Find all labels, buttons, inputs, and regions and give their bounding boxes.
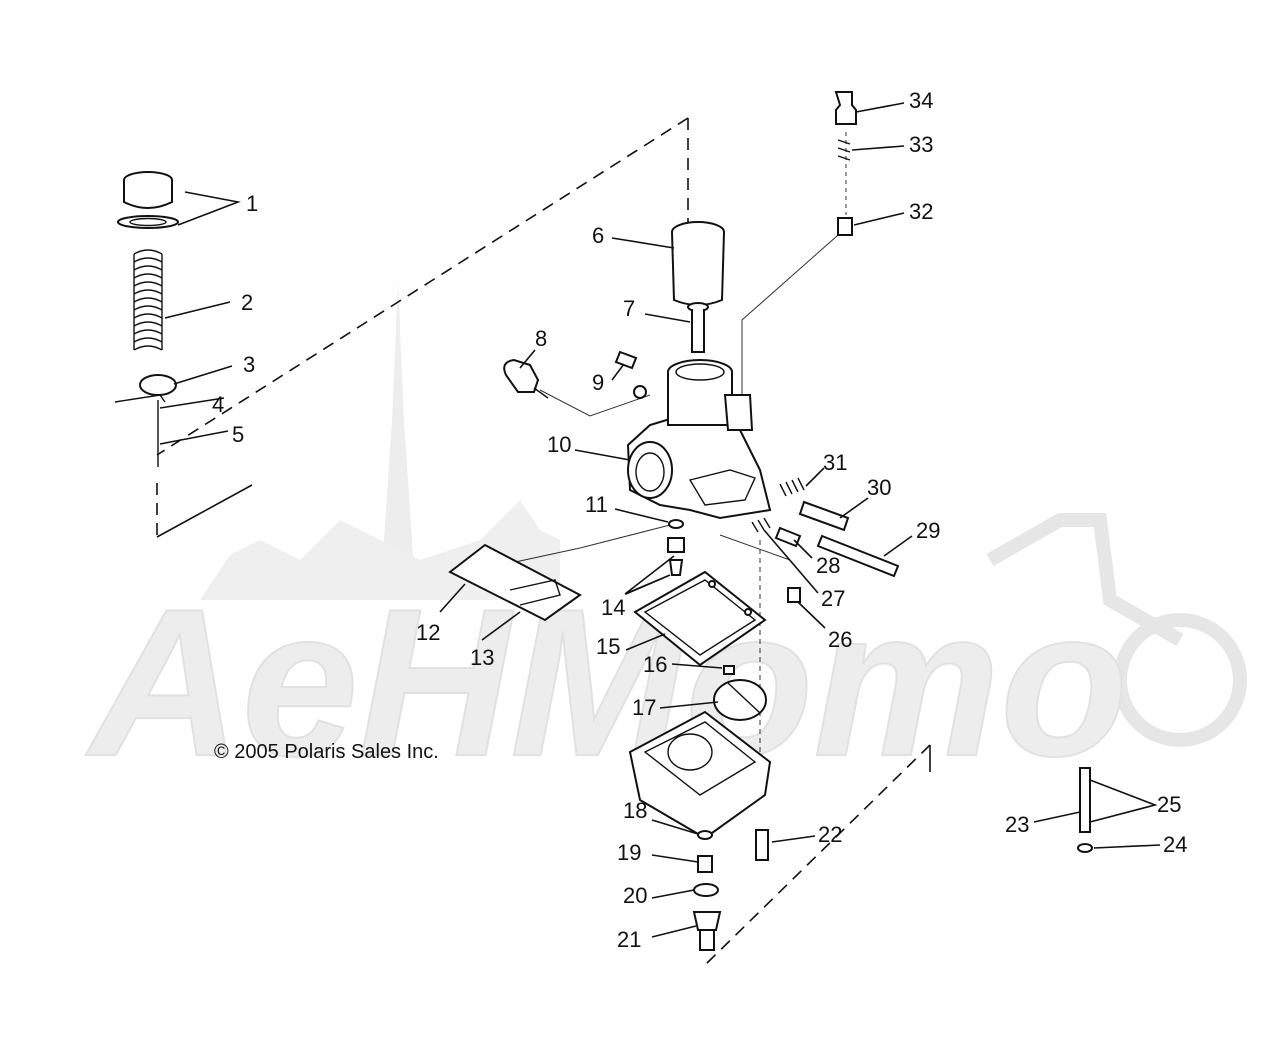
callout-6: 6 <box>592 223 604 248</box>
part-jet-washer <box>668 519 684 529</box>
part-float-bowl <box>628 710 772 840</box>
callout-27: 27 <box>821 586 845 611</box>
part-throttle-slide <box>671 221 725 306</box>
callout-9: 9 <box>592 370 604 395</box>
assembly-guides <box>156 117 931 966</box>
callout-10: 10 <box>547 432 571 457</box>
callout-20: 20 <box>623 883 647 908</box>
part-bowl-gasket <box>633 570 767 667</box>
leader-lines <box>159 102 1161 938</box>
part-choke-spring <box>837 139 851 161</box>
part-float-pin <box>723 665 735 675</box>
callout-19: 19 <box>617 840 641 865</box>
callout-28: 28 <box>816 553 840 578</box>
callout-23: 23 <box>1005 812 1029 837</box>
callout-17: 17 <box>632 695 656 720</box>
part-drain-plug <box>692 911 722 951</box>
callout-30: 30 <box>867 475 891 500</box>
callout-1: 1 <box>246 191 258 216</box>
part-main-jet <box>697 855 713 873</box>
callout-5: 5 <box>232 422 244 447</box>
callout-2: 2 <box>241 290 253 315</box>
part-jet-needle <box>687 302 709 353</box>
callout-31: 31 <box>823 450 847 475</box>
part-tube <box>1079 767 1091 833</box>
callout-26: 26 <box>828 627 852 652</box>
watermark-spire <box>380 280 416 600</box>
part-idle-screw <box>798 500 850 532</box>
callout-13: 13 <box>470 645 494 670</box>
callout-15: 15 <box>596 634 620 659</box>
part-needle-valve <box>667 537 685 576</box>
guide-line-upper <box>156 117 689 456</box>
part-o-ring <box>693 883 719 897</box>
guide-line-choke-body <box>741 227 847 420</box>
callout-32: 32 <box>909 199 933 224</box>
part-tube-plug <box>1077 843 1093 853</box>
part-small-screw <box>614 350 638 370</box>
callout-12: 12 <box>416 620 440 645</box>
callout-25: 25 <box>1157 792 1181 817</box>
part-cap <box>117 171 179 229</box>
callout-4: 4 <box>212 392 224 417</box>
part-choke-plunger <box>503 358 549 399</box>
callout-7: 7 <box>623 296 635 321</box>
callout-33: 33 <box>909 132 933 157</box>
guide-line-left-tail <box>156 484 253 538</box>
part-retainer-plate <box>139 374 177 396</box>
callout-21: 21 <box>617 927 641 952</box>
part-adjust-screw <box>787 587 801 603</box>
watermark-wheel <box>1113 613 1247 747</box>
part-choke-plunger-top <box>837 217 853 236</box>
callout-3: 3 <box>243 352 255 377</box>
callout-22: 22 <box>818 822 842 847</box>
callout-18: 18 <box>623 798 647 823</box>
guide-line-lower <box>704 744 931 966</box>
watermark-motorcycle <box>986 513 1184 647</box>
part-idle-spring <box>779 477 805 497</box>
callout-8: 8 <box>535 326 547 351</box>
part-choke-nut <box>834 91 857 125</box>
part-clip-and-needle <box>114 394 166 467</box>
callout-24: 24 <box>1163 832 1187 857</box>
part-float <box>713 679 767 721</box>
callout-34: 34 <box>909 88 933 113</box>
copyright-notice: © 2005 Polaris Sales Inc. <box>214 741 439 763</box>
part-carburetor-body <box>626 359 772 520</box>
watermark-text: AeHMomo <box>85 565 1128 800</box>
part-bowl-screw <box>755 829 769 861</box>
part-drain-washer <box>697 830 713 840</box>
callout-11: 11 <box>585 492 608 517</box>
callout-16: 16 <box>643 652 667 677</box>
guide-line-pilot <box>719 534 791 561</box>
part-pilot-spring <box>751 517 771 533</box>
callout-14: 14 <box>601 595 625 620</box>
part-spring <box>133 249 163 351</box>
callout-labels: 1 2 3 4 5 6 7 8 9 10 11 12 13 14 15 16 1… <box>212 88 1187 952</box>
callout-29: 29 <box>916 518 940 543</box>
part-float-arm-bracket <box>448 543 582 622</box>
guide-line-cable <box>539 389 651 417</box>
part-pilot-screw <box>774 526 802 548</box>
part-shaft <box>816 534 900 578</box>
watermark: AeHMomo <box>84 280 1247 801</box>
